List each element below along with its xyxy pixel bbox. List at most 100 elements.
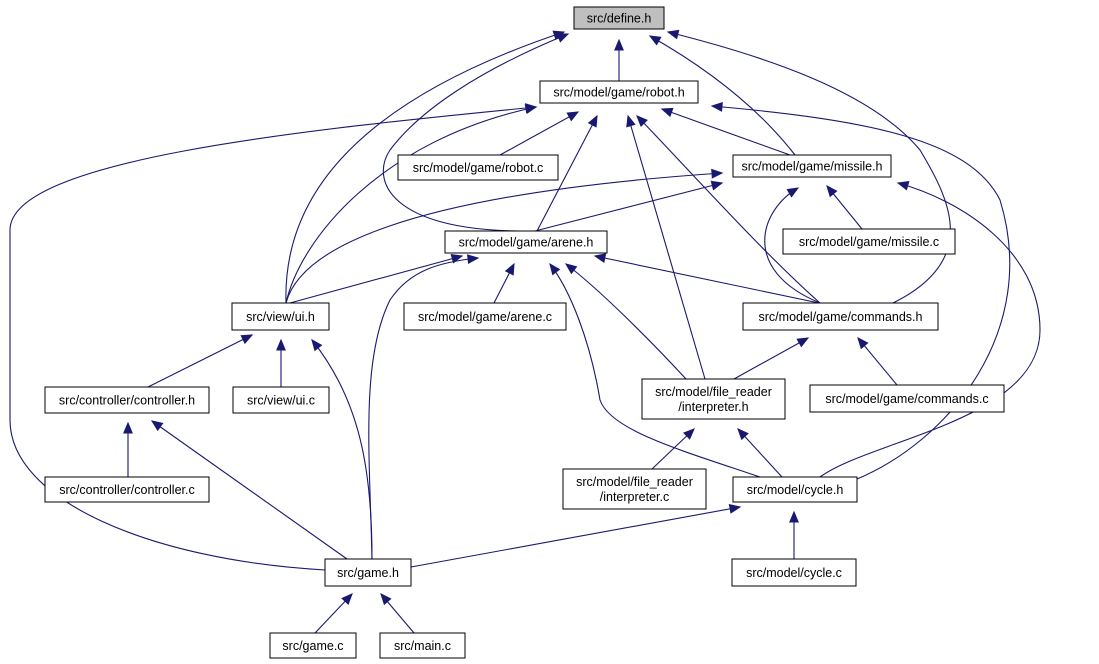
node-box <box>231 302 330 331</box>
edge-game_h-to-ui_h <box>311 338 373 560</box>
edge-commands_c-to-commands_h <box>857 337 898 386</box>
arrowhead-icon <box>593 253 607 264</box>
node-label: src/model/game/commands.h <box>759 310 923 324</box>
node-missile-c[interactable]: src/model/game/missile.c <box>782 228 956 255</box>
edge-game_h-to-robot_h <box>9 103 538 571</box>
node-game-c[interactable]: src/game.c <box>269 632 357 659</box>
edge-line <box>147 334 253 388</box>
node-box <box>444 230 608 254</box>
edge-line <box>661 108 791 156</box>
edge-line <box>594 255 820 304</box>
arrowhead-icon <box>341 593 353 605</box>
node-box <box>731 558 857 587</box>
node-label: src/model/game/arene.c <box>418 310 552 324</box>
edge-line <box>565 263 687 380</box>
arrowhead-icon <box>683 428 695 440</box>
edge-line <box>285 172 723 304</box>
node-interpreter-c[interactable]: src/model/file_reader/interpreter.c <box>562 468 707 510</box>
node-arene-h[interactable]: src/model/game/arene.h <box>444 230 608 254</box>
edge-interpreter_h-to-commands_h <box>733 337 810 380</box>
arrowhead-icon <box>587 114 598 128</box>
edge-line <box>819 182 1041 478</box>
node-box <box>732 154 892 178</box>
arrowhead-icon <box>711 168 724 179</box>
node-arene-c[interactable]: src/model/game/arene.c <box>403 302 567 331</box>
edges-layer <box>9 29 1041 634</box>
node-label: src/model/game/arene.h <box>459 236 594 250</box>
node-cycle-c[interactable]: src/model/cycle.c <box>731 558 857 587</box>
edge-controller_c-to-controller_h <box>123 421 133 477</box>
node-label: src/view/ui.h <box>246 310 315 324</box>
arrowhead-icon <box>786 187 800 198</box>
edge-line <box>368 257 479 560</box>
arrowhead-icon <box>240 334 254 345</box>
node-box <box>539 80 699 104</box>
edge-line <box>151 420 348 560</box>
nodes-layer: src/define.h src/model/game/robot.h src/mo… <box>44 6 1005 659</box>
edge-line <box>711 105 1011 480</box>
edge-interpreter_h-to-robot_h <box>626 114 706 380</box>
arrowhead-icon <box>737 428 749 441</box>
arrowhead-icon <box>626 114 636 128</box>
node-controller-c[interactable]: src/controller/controller.c <box>44 476 210 503</box>
node-commands-c[interactable]: src/model/game/commands.c <box>809 384 1005 413</box>
node-game-h[interactable]: src/game.h <box>324 558 412 587</box>
node-box <box>403 302 567 331</box>
node-box <box>397 154 559 181</box>
edge-line <box>382 33 569 232</box>
arrowhead-icon <box>660 107 674 118</box>
node-label: src/game.h <box>337 566 399 580</box>
node-robot-h[interactable]: src/model/game/robot.h <box>539 80 699 104</box>
node-box <box>573 6 665 30</box>
edge-game_h-to-cycle_h <box>410 504 742 568</box>
edge-cycle_h-to-interpreter_h <box>737 428 783 478</box>
node-robot-c[interactable]: src/model/game/robot.c <box>397 154 559 181</box>
edge-ui_h-to-arene_h <box>289 254 464 304</box>
node-box <box>269 632 357 659</box>
edge-ui_h-to-robot_h <box>285 104 538 304</box>
node-main-c[interactable]: src/main.c <box>379 632 466 659</box>
node-box <box>641 378 786 420</box>
node-cycle-h[interactable]: src/model/cycle.h <box>732 476 858 503</box>
edge-ui_c-to-ui_h <box>276 338 286 387</box>
node-interpreter-h[interactable]: src/model/file_reader/interpreter.h <box>641 378 786 420</box>
edge-commands_h-to-robot_h <box>636 115 821 304</box>
edge-game_h-to-arene_h <box>368 254 480 560</box>
edge-missile_h-to-robot_h <box>660 107 791 156</box>
node-box <box>232 386 330 414</box>
node-commands-h[interactable]: src/model/game/commands.h <box>742 302 939 331</box>
node-box <box>732 476 858 503</box>
edge-cycle_h-to-missile_h <box>819 181 1041 478</box>
node-define-h[interactable]: src/define.h <box>573 6 665 30</box>
arrowhead-icon <box>710 180 724 191</box>
node-label: src/model/game/missile.c <box>799 235 939 249</box>
node-ui-h[interactable]: src/view/ui.h <box>231 302 330 331</box>
node-label: src/controller/controller.h <box>59 394 195 408</box>
edge-line <box>285 31 565 304</box>
node-label: src/model/game/commands.c <box>825 392 988 406</box>
node-label: src/game.c <box>282 639 343 653</box>
arrowhead-icon <box>826 184 838 198</box>
node-missile-h[interactable]: src/model/game/missile.h <box>732 154 892 178</box>
edge-line <box>499 111 579 156</box>
node-controller-h[interactable]: src/controller/controller.h <box>44 386 210 414</box>
arrowhead-icon <box>789 510 799 523</box>
node-box <box>562 468 707 510</box>
arrowhead-icon <box>566 111 580 122</box>
arrowhead-icon <box>311 338 323 352</box>
edge-line <box>9 106 537 571</box>
node-box <box>809 384 1005 413</box>
node-label: src/model/game/robot.c <box>413 161 544 175</box>
node-label: src/model/cycle.h <box>747 483 844 497</box>
edge-line <box>627 115 706 380</box>
node-ui-c[interactable]: src/view/ui.c <box>232 386 330 414</box>
node-label: src/define.h <box>587 12 652 26</box>
node-label: src/model/file_reader <box>576 475 693 489</box>
arrowhead-icon <box>556 33 570 43</box>
node-box <box>324 558 412 587</box>
edge-line <box>536 115 598 232</box>
arrowhead-icon <box>857 337 869 350</box>
edge-cycle_h-to-robot_h <box>710 101 1011 480</box>
edge-commands_h-to-arene_h <box>593 253 820 304</box>
